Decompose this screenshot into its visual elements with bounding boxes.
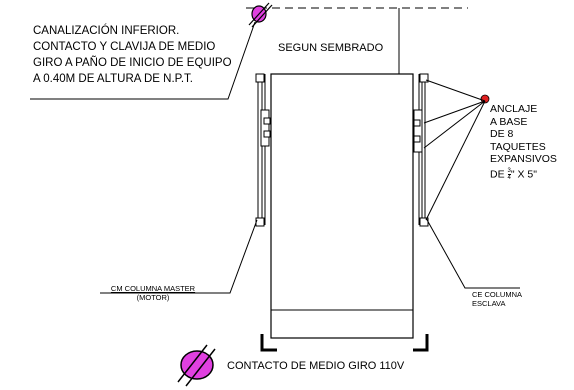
cm-columna-line-2: (MOTOR): [136, 293, 170, 302]
outlet-symbol-icon: [177, 344, 216, 387]
anclaje-size-denominator: 4: [507, 174, 511, 181]
ce-columna-note: CE COLUMNA ESCLAVA: [472, 290, 522, 308]
right-column-esclava: [413, 73, 429, 227]
canalizacion-line-4: A 0.40M DE ALTURA DE N.P.T.: [33, 73, 194, 85]
canalizacion-line-1: CANALIZACIÓN INFERIOR.: [33, 25, 180, 37]
left-column-master: [255, 73, 271, 227]
anchor-leaders: [423, 79, 486, 221]
canalizacion-line-3: GIRO A PAÑO DE INICIO DE EQUIPO: [33, 57, 232, 69]
anclaje-line-1: ANCLAJE: [490, 103, 538, 115]
anclaje-line-2: A BASE: [490, 115, 528, 128]
anclaje-size-suffix: " X 5": [510, 167, 537, 180]
cabinet-body: [270, 73, 414, 339]
segun-sembrado-label: SEGUN SEMBRADO: [278, 42, 384, 54]
cm-columna-line-1: CM COLUMNA MASTER: [110, 284, 196, 293]
cm-columna-note: CM COLUMNA MASTER (MOTOR): [101, 284, 205, 302]
anclaje-line-4: TAQUETES: [490, 140, 546, 153]
anclaje-size-prefix: DE: [490, 167, 508, 180]
anclaje-note: ANCLAJE A BASE DE 8 TAQUETES EXPANSIVOS …: [490, 103, 557, 181]
ce-columna-line-2: ESCLAVA: [472, 299, 506, 308]
left-base-bracket: [260, 334, 277, 352]
cm-columna-leader: [100, 219, 258, 294]
right-base-bracket: [413, 334, 429, 352]
anchor-point-icon: [480, 94, 490, 104]
canalizacion-line-2: CONTACTO Y CLAVIJA DE MEDIO: [33, 41, 216, 53]
anclaje-size-numerator: 3: [507, 167, 511, 175]
anclaje-line-3: DE 8: [490, 128, 514, 140]
anclaje-line-5: EXPANSIVOS: [490, 153, 557, 165]
ce-columna-leader: [425, 217, 520, 289]
outlet-symbol-icon: [248, 2, 273, 28]
canalizacion-leader: [30, 21, 256, 100]
contacto-label: CONTACTO DE MEDIO GIRO 110V: [227, 360, 405, 372]
canalizacion-note: CANALIZACIÓN INFERIOR. CONTACTO Y CLAVIJ…: [33, 23, 232, 87]
ce-columna-line-1: CE COLUMNA: [472, 290, 523, 299]
